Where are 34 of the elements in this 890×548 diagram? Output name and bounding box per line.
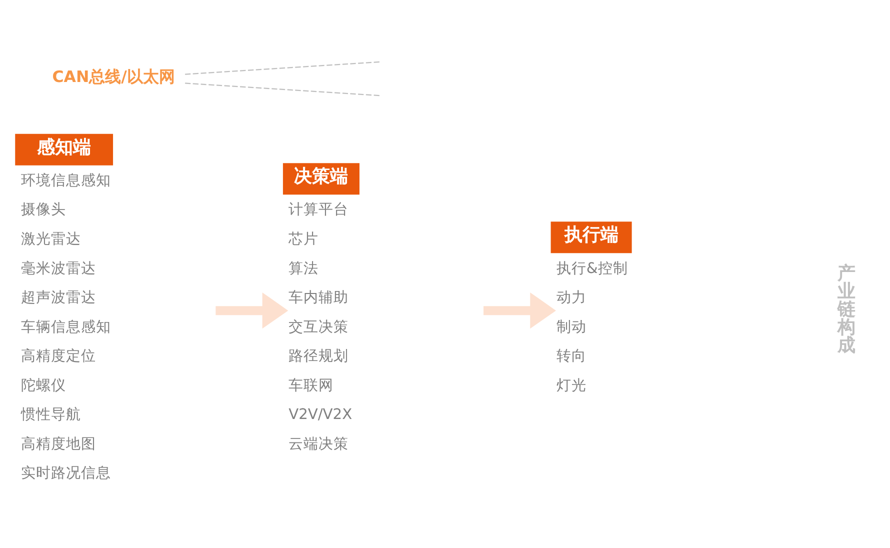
node-label: 激光雷达 — [20, 230, 81, 248]
node-label: 实时路况信息 — [20, 464, 111, 482]
node-label: 陀螺仪 — [20, 376, 66, 394]
node-label: 环境信息感知 — [20, 172, 111, 189]
node-box: 感知端 — [15, 134, 114, 166]
node-label: 摄像头 — [20, 201, 66, 218]
node-label: 车辆信息感知 — [20, 318, 111, 336]
node-label: 算法 — [288, 260, 319, 277]
node-box: 决策端 — [282, 163, 360, 195]
node-label: 路径规划 — [288, 348, 349, 365]
label: 产业链构成 — [838, 262, 856, 356]
connector — [185, 82, 381, 96]
node-label: 车内辅助 — [288, 289, 349, 306]
node-label: 动力 — [556, 289, 586, 306]
node-label: 芯片 — [288, 230, 319, 248]
node-label: 惯性导航 — [20, 406, 81, 424]
node-label: 制动 — [556, 318, 586, 336]
node-label: 毫米波雷达 — [20, 260, 96, 277]
node-label: V2V/V2X — [288, 406, 352, 424]
connector — [185, 61, 381, 75]
node-label: 车联网 — [288, 376, 334, 394]
arrow — [216, 292, 288, 329]
node-label: 高精度定位 — [20, 348, 96, 365]
node-label: 高精度地图 — [20, 435, 96, 452]
node-label: 灯光 — [556, 376, 586, 394]
node-box: 执行端 — [550, 222, 632, 254]
node-label: 计算平台 — [288, 201, 349, 218]
arrow — [484, 292, 556, 329]
node-text: CAN总线/以太网 — [52, 66, 175, 86]
node-label: 交互决策 — [288, 318, 349, 336]
node-label: 执行&控制 — [556, 260, 628, 277]
node-label: 超声波雷达 — [20, 289, 96, 306]
node-label: 转向 — [556, 348, 586, 365]
node-label: 云端决策 — [288, 435, 349, 452]
